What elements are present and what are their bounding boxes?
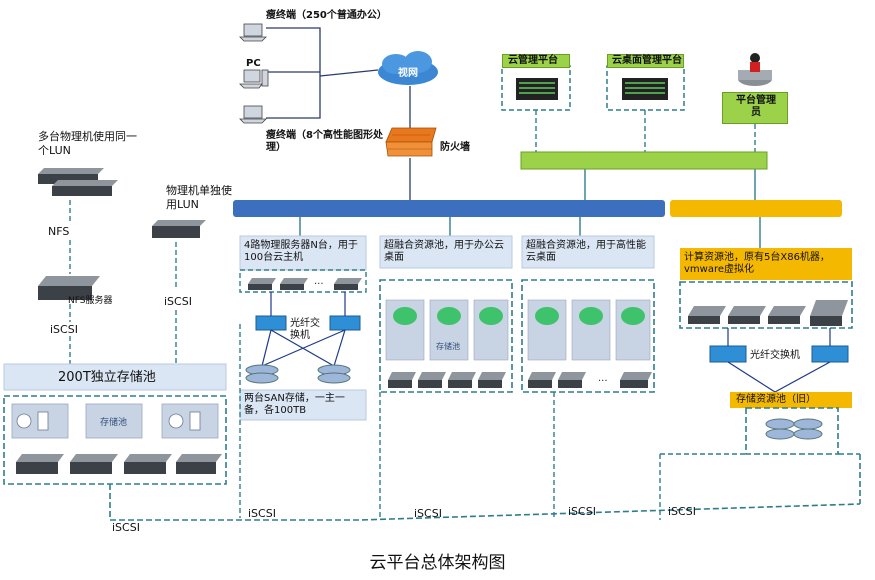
figure-caption: 云平台总体架构图 xyxy=(369,553,506,573)
iscsi-label-a: iSCSI xyxy=(50,323,78,336)
san-label: 两台SAN存储，一主一备，各100TB xyxy=(244,393,345,416)
server-icon xyxy=(152,220,206,238)
server-icon xyxy=(688,300,848,326)
admin-box xyxy=(722,92,788,124)
nfs-server-icon xyxy=(38,276,100,300)
fc-switch-label: 光纤交换机 xyxy=(290,318,320,341)
firewall-icon xyxy=(385,127,437,157)
svg-text:···: ··· xyxy=(314,279,324,290)
vm-node-icon xyxy=(535,307,645,325)
server-icon xyxy=(528,372,652,388)
pool3-label: 超融合资源池，用于高性能云桌面 xyxy=(526,240,646,263)
hci-storage-label: 存储池 xyxy=(436,342,460,351)
admin-label: 平台管理员 xyxy=(736,95,776,118)
laptop-icon xyxy=(239,23,267,42)
storage-server-icon xyxy=(16,454,222,474)
storage-pool-title: 200T独立存储池 xyxy=(58,370,156,385)
storage-old-label: 存储资源池（旧） xyxy=(736,394,816,405)
video-network-label: 视网 xyxy=(398,68,418,79)
firewall-label: 防火墙 xyxy=(440,142,470,153)
pool1-label: 4路物理服务器N台，用于100台云主机 xyxy=(244,240,358,263)
disk-icon xyxy=(16,411,201,431)
pool4-label: 计算资源池，原有5台X86机器，vmware虚拟化 xyxy=(684,252,830,275)
thin-client-label-1: 瘦终端（250个普通办公） xyxy=(266,10,387,21)
iscsi-label-b: iSCSI xyxy=(164,295,192,308)
pc-label: PC xyxy=(246,58,261,69)
desktop-mgmt-header xyxy=(607,54,684,68)
san-storage-icon xyxy=(245,364,351,384)
multi-lun-label: 多台物理机使用同一个LUN xyxy=(38,130,137,157)
iscsi-bottom-2: iSCSI xyxy=(248,507,276,520)
iscsi-bottom-1: iSCSI xyxy=(112,521,140,534)
thin-client-label-2: 瘦终端（8个高性能图形处理） xyxy=(266,130,383,153)
cloud-icon xyxy=(378,51,438,85)
nfs-label: NFS xyxy=(48,225,70,238)
pool2-label: 超融合资源池，用于办公云桌面 xyxy=(384,240,504,263)
fc-switch2-label: 光纤交换机 xyxy=(750,350,800,361)
laptop-icon xyxy=(239,105,267,124)
cloud-mgmt-label: 云管理平台 xyxy=(508,55,558,66)
iscsi-bottom-5: iSCSI xyxy=(668,505,696,518)
server-icon xyxy=(248,278,362,290)
desktop-mgmt-label: 云桌面管理平台 xyxy=(612,55,682,66)
cloud-mgmt-header xyxy=(502,54,570,68)
admin-icon xyxy=(738,53,772,86)
storage-array-icon xyxy=(765,418,823,440)
server-icon xyxy=(38,168,118,196)
vm-node-icon xyxy=(393,307,503,325)
iscsi-bottom-3: iSCSI xyxy=(414,507,442,520)
nfs-server-label: NFS服务器 xyxy=(68,296,113,306)
server-icon xyxy=(388,372,506,388)
svg-text:···: ··· xyxy=(598,376,608,387)
pc-icon xyxy=(239,69,269,89)
storage-pool-inner-label: 存储池 xyxy=(100,418,128,428)
single-lun-label: 物理机单独使用LUN xyxy=(166,184,232,211)
iscsi-bottom-4: iSCSI xyxy=(568,505,596,518)
